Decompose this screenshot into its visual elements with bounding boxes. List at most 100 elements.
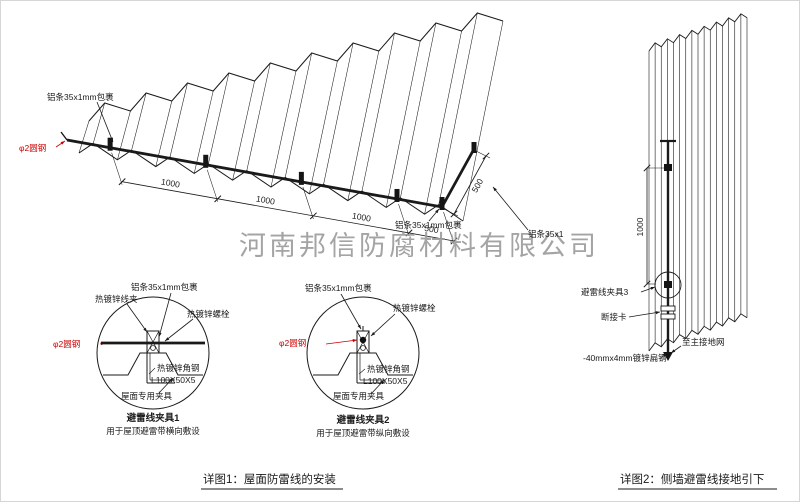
wire-clamp xyxy=(203,154,209,168)
draw-line xyxy=(208,72,230,164)
draw-line xyxy=(117,110,131,160)
draw-line xyxy=(453,155,487,215)
bolt xyxy=(150,345,156,351)
draw-polyline xyxy=(78,142,464,222)
wall-label-disconnect: 断接卡 xyxy=(601,312,627,322)
draw-line xyxy=(302,186,314,219)
disconnect-link-plate xyxy=(660,313,676,320)
draw-line xyxy=(131,92,147,151)
draw-line xyxy=(323,42,354,185)
d2-title: 避雷线夹具2 xyxy=(337,414,390,426)
d1-label-round-steel: φ2圆钢 xyxy=(53,339,80,349)
leader-arrowhead xyxy=(110,137,113,142)
draw-line xyxy=(361,32,395,192)
label-alu-strip-right: 铝条35x1 xyxy=(528,229,564,239)
draw-line xyxy=(347,50,380,201)
draw-line xyxy=(424,30,462,215)
draw-line xyxy=(111,152,123,185)
label-alu-strip-bottom: 铝条35x1mm包裹 xyxy=(395,220,462,230)
label-round-steel-main: φ2圆钢 xyxy=(19,143,46,153)
wall-label-flat-steel: -40mmx4mm镀锌扁钢 xyxy=(583,353,667,363)
leader-lines xyxy=(55,101,529,395)
draw-line xyxy=(158,292,172,338)
dim-label-1000-c: 1000 xyxy=(351,210,372,223)
wall-dim-label-1000: 1000 xyxy=(635,217,645,236)
d1-label-angle-spec: L100X50X5 xyxy=(151,375,196,385)
label-alu-strip-top: 铝条35x1mm包裹 xyxy=(47,92,114,102)
detail-circle xyxy=(306,296,420,410)
roof-lightning-wire xyxy=(60,131,477,210)
wire-cross-section xyxy=(359,336,367,344)
d1-label-bolt: 热镀锌螺栓 xyxy=(187,309,230,319)
draw-line xyxy=(232,80,255,181)
d1-label-wire-clip: 热镀锌线夹 xyxy=(95,294,138,304)
draw-line xyxy=(450,237,458,245)
dim-label-1000-b: 1000 xyxy=(255,193,276,206)
roof-corrugated-sheet xyxy=(78,12,504,222)
wall-label-to-ground: 至主接地网 xyxy=(682,337,725,347)
leader-arrowhead xyxy=(655,311,660,315)
draw-polyline xyxy=(88,12,504,122)
draw-line xyxy=(398,203,410,237)
wall-corrugated-sheet xyxy=(648,13,748,352)
draw-line xyxy=(246,62,271,171)
leader-arrowhead xyxy=(165,337,170,341)
wall-clamp xyxy=(664,281,672,288)
d2-label-alu-strip: 铝条35x1mm包裹 xyxy=(305,283,372,293)
d1-label-alu-strip: 铝条35x1mm包裹 xyxy=(131,282,198,292)
draw-line xyxy=(438,12,478,205)
draw-line xyxy=(628,311,661,318)
wire-clamp xyxy=(439,197,445,210)
leader-arrowhead xyxy=(60,141,65,145)
draw-line xyxy=(78,120,90,154)
draw-line xyxy=(122,181,455,242)
wall-downlead-wire xyxy=(628,139,682,361)
d2-label-angle-steel: 热镀锌角钢 xyxy=(367,364,410,374)
detail-circle xyxy=(96,296,210,410)
dim-label-500-b: 500 xyxy=(470,177,486,194)
d1-title: 避雷线夹具1 xyxy=(127,412,181,424)
leader-arrowhead xyxy=(493,187,497,192)
draw-line xyxy=(400,22,437,198)
leader-arrowhead xyxy=(650,287,655,290)
draw-line xyxy=(309,60,338,194)
draw-line xyxy=(309,212,317,220)
draw-line xyxy=(405,229,413,237)
draw-line xyxy=(92,102,105,144)
draw-line xyxy=(475,150,491,159)
draw-line xyxy=(60,131,68,141)
d2-label-roof-clamp: 屋面专用夹具 xyxy=(333,391,385,401)
leader-arrowhead xyxy=(380,380,384,385)
d2-label-bolt: 热镀锌螺栓 xyxy=(393,303,436,313)
leader-arrowhead xyxy=(352,339,357,343)
draw-line xyxy=(340,293,362,330)
draw-line xyxy=(206,169,219,202)
draw-line xyxy=(443,208,459,217)
draw-line xyxy=(169,82,188,158)
wire-clamp xyxy=(298,171,304,185)
leader-arrowhead xyxy=(671,349,676,353)
draw-line xyxy=(214,195,222,203)
wire-clamp xyxy=(394,188,400,202)
draw-line xyxy=(492,186,529,231)
detail-circle-1 xyxy=(96,296,210,410)
watermark-text: 河南邦信防腐材料有限公司 xyxy=(239,231,599,261)
wall-clamp xyxy=(664,164,672,171)
caption-detail2: 详图2：侧墙避雷线接地引下 xyxy=(620,472,764,486)
leader-arrowhead xyxy=(662,353,667,357)
draw-line xyxy=(284,52,312,178)
caption-detail1: 详图1：屋面防雷线的安装 xyxy=(203,472,336,486)
detail-circle-2 xyxy=(306,296,420,410)
d1-label-angle-steel: 热镀锌角钢 xyxy=(157,363,200,373)
d1-subtitle: 用于屋顶避雷带横向敷设 xyxy=(106,426,200,436)
draw-line xyxy=(443,211,455,245)
leader-arrowhead xyxy=(143,327,147,332)
draw-line xyxy=(370,313,396,337)
draw-line xyxy=(118,178,126,186)
dim-label-500-a: 500 xyxy=(424,223,440,235)
d2-label-angle-spec: L100X50X5 xyxy=(363,376,408,386)
draw-line xyxy=(385,40,421,208)
draw-line xyxy=(193,90,214,174)
d1-label-roof-clamp: 屋面专用夹具 xyxy=(121,391,173,401)
